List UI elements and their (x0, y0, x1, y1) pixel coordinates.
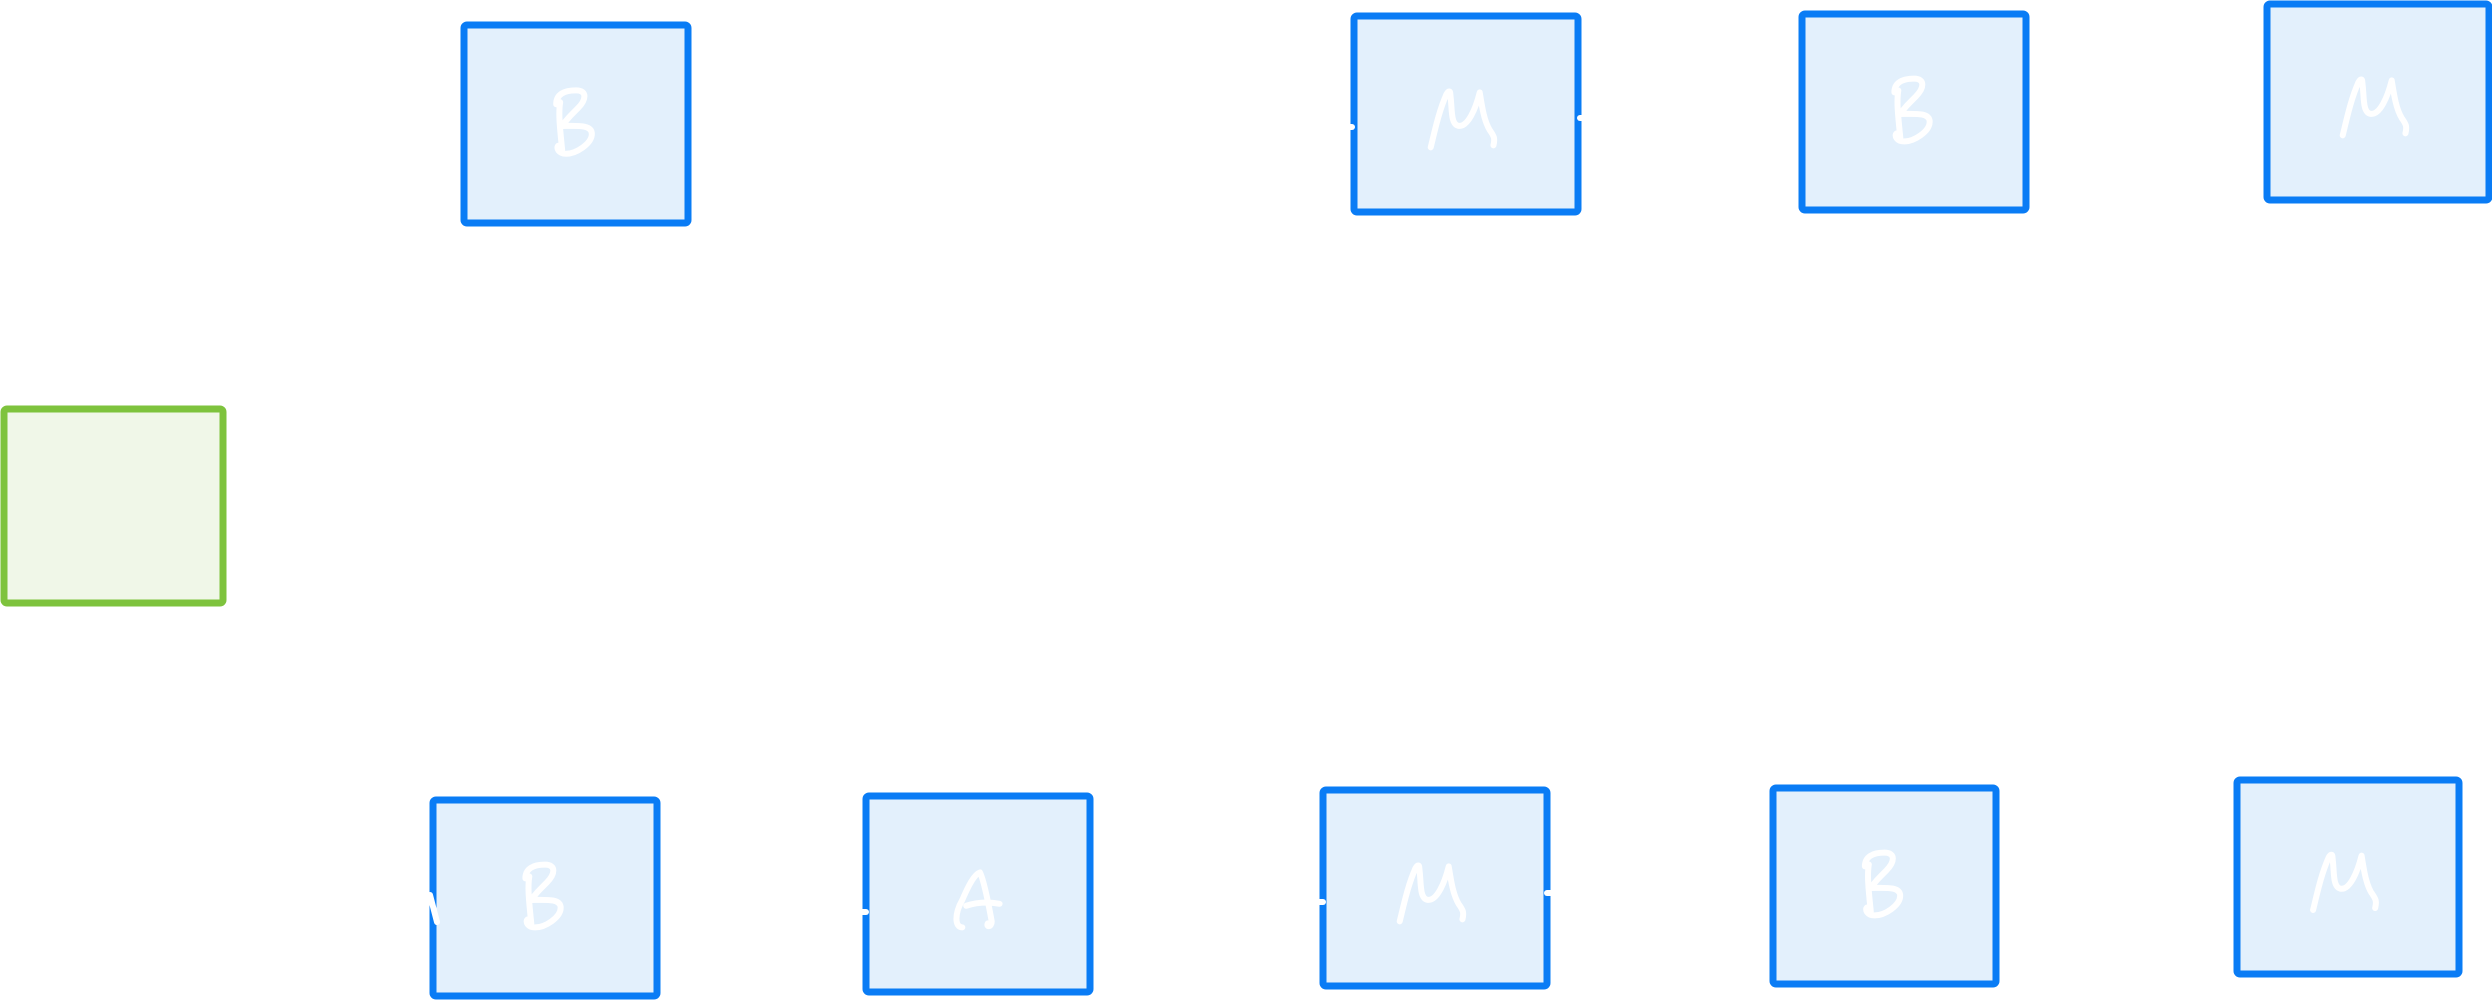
node-glyph-a (953, 869, 1003, 931)
node-glyph-m (1427, 88, 1498, 151)
node-top-3[interactable] (1798, 10, 2030, 214)
node-bottom-1[interactable] (429, 796, 661, 1000)
node-glyph-b (1861, 849, 1904, 919)
node-top-4[interactable] (2263, 0, 2492, 204)
node-glyph-m (2310, 851, 2379, 913)
node-top-2[interactable] (1350, 12, 1582, 216)
connector-ticks (427, 115, 1586, 925)
node-box (862, 792, 1094, 996)
node-bottom-4[interactable] (1769, 784, 2000, 988)
node-box (1350, 12, 1582, 216)
node-left[interactable] (0, 405, 227, 607)
connector-tick (427, 892, 440, 925)
node-box (1319, 786, 1551, 990)
node-glyph-b (553, 87, 595, 157)
node-glyph-m (2339, 76, 2410, 139)
node-bottom-2[interactable] (862, 792, 1094, 996)
node-box (2263, 0, 2492, 204)
node-bottom-3[interactable] (1319, 786, 1551, 990)
node-box (0, 405, 227, 607)
node-bottom-5[interactable] (2233, 776, 2463, 978)
node-box (2233, 776, 2463, 978)
node-glyph-m (1396, 862, 1467, 925)
node-glyph-b (522, 861, 564, 931)
node-glyph-b (1891, 75, 1933, 145)
node-top-1[interactable] (460, 21, 692, 227)
